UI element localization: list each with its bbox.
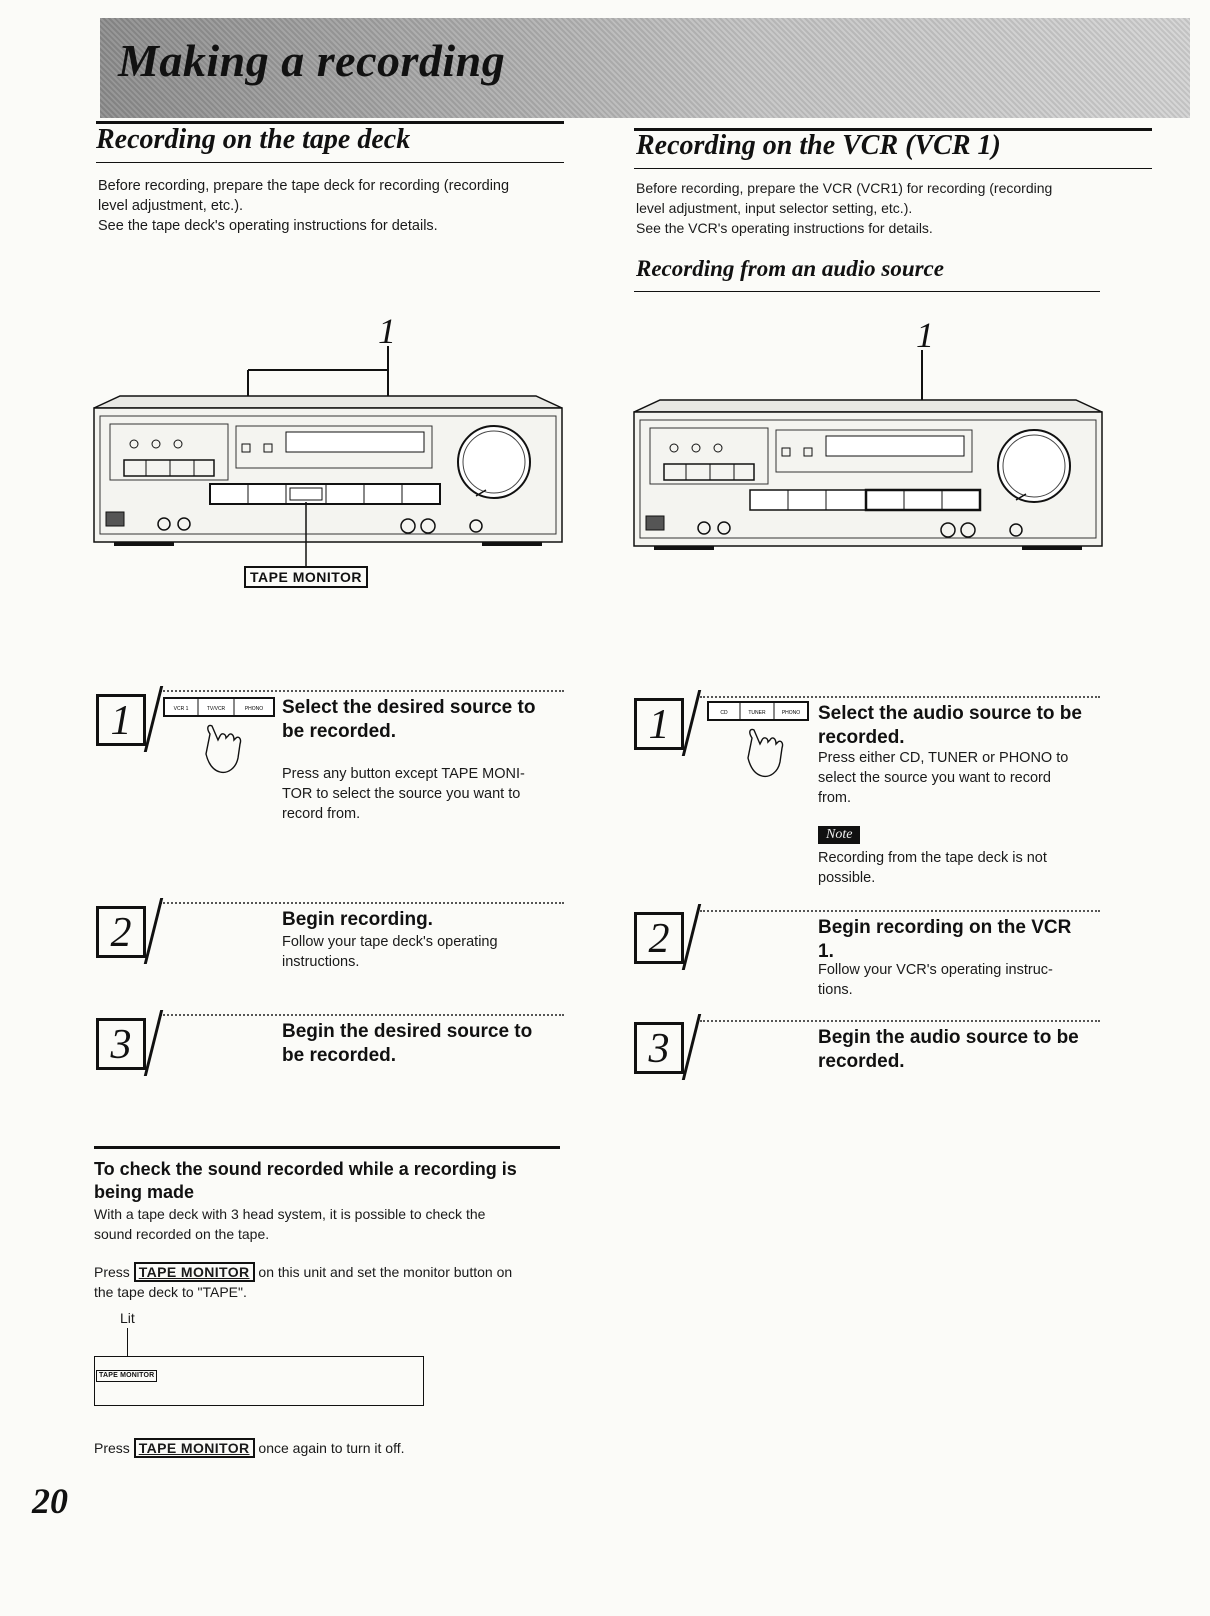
left-figure-label: TAPE MONITOR xyxy=(244,566,369,588)
left-step-3-divider xyxy=(160,1014,564,1016)
right-step-2-divider xyxy=(700,910,1100,912)
right-intro: Before recording, prepare the VCR (VCR1)… xyxy=(636,180,1053,236)
svg-text:CD: CD xyxy=(720,710,728,716)
right-note-badge: Note xyxy=(818,826,861,844)
left-step-2-number: 2 xyxy=(110,910,132,956)
left-step-1-button-illustration: VCR 1 TV/VCR PHONO xyxy=(163,697,275,774)
right-step-2-number: 2 xyxy=(648,916,670,962)
lit-leader-line xyxy=(127,1328,128,1372)
right-step-1-slash xyxy=(681,690,702,756)
right-step-1-button-illustration: CD TUNER PHONO xyxy=(707,701,809,778)
left-step-1-box: 1 xyxy=(96,694,146,746)
right-step-1-number: 1 xyxy=(648,702,670,748)
left-title-rule-top xyxy=(96,121,564,124)
left-title-rule-bottom xyxy=(96,162,564,163)
right-step-2-heading: Begin recording on the VCR 1. xyxy=(818,917,1072,962)
page-number: 20 xyxy=(32,1481,68,1521)
left-step-3-slash xyxy=(143,1010,164,1076)
right-section-title: Recording on the VCR (VCR 1) xyxy=(636,130,1001,161)
display-tape-monitor-indicator: TAPE MONITOR xyxy=(96,1370,158,1382)
right-subtitle: Recording from an audio source xyxy=(636,256,944,281)
check-section-rule xyxy=(94,1146,560,1149)
right-step-2-slash xyxy=(681,904,702,970)
right-step-2-body: Follow your VCR's operating instruc- tio… xyxy=(818,962,1053,998)
check-body: With a tape deck with 3 head system, it … xyxy=(94,1206,486,1242)
right-note-body: Recording from the tape deck is not poss… xyxy=(818,850,1047,886)
left-step-2-body: Follow your tape deck's operating instru… xyxy=(282,934,498,970)
svg-text:TV/VCR: TV/VCR xyxy=(207,706,226,712)
right-step-1-divider xyxy=(700,696,1100,698)
left-step-3-heading: Begin the desired source to be recorded. xyxy=(282,1021,533,1066)
tape-monitor-key-2: TAPE MONITOR xyxy=(133,1438,255,1458)
right-step-3-divider xyxy=(700,1020,1100,1022)
right-step-3-box: 3 xyxy=(634,1022,684,1074)
svg-text:PHONO: PHONO xyxy=(245,706,263,712)
right-receiver-diagram xyxy=(633,350,1103,550)
left-step-1-divider xyxy=(160,690,564,692)
page-title: Making a recording xyxy=(118,35,506,86)
title-banner xyxy=(100,18,1190,118)
right-title-rule-bottom xyxy=(634,168,1152,169)
left-step-1-slash xyxy=(143,686,164,752)
right-step-1-box: 1 xyxy=(634,698,684,750)
right-step-3-heading: Begin the audio source to be recorded. xyxy=(818,1027,1079,1072)
right-figure-callout: 1 xyxy=(916,315,934,355)
right-title-rule-top xyxy=(634,128,1152,131)
svg-text:PHONO: PHONO xyxy=(782,710,800,716)
left-step-1-number: 1 xyxy=(110,698,132,744)
check-press-instruction: Press TAPE MONITOR on this unit and set … xyxy=(94,1262,513,1300)
right-step-1-body: Press either CD, TUNER or PHONO to selec… xyxy=(818,750,1069,806)
right-step-3-slash xyxy=(681,1014,702,1080)
left-step-2-divider xyxy=(160,902,564,904)
left-step-1-body: Press any button except TAPE MONI- TOR t… xyxy=(282,766,525,822)
left-step-2-slash xyxy=(143,898,164,964)
right-step-3-number: 3 xyxy=(648,1026,670,1072)
left-step-2-box: 2 xyxy=(96,906,146,958)
svg-text:TUNER: TUNER xyxy=(748,710,766,716)
left-receiver-diagram xyxy=(93,346,563,566)
left-section-title: Recording on the tape deck xyxy=(96,124,411,155)
left-step-3-number: 3 xyxy=(110,1022,132,1068)
svg-text:VCR 1: VCR 1 xyxy=(174,706,189,712)
lit-label: Lit xyxy=(120,1310,135,1326)
check-heading: To check the sound recorded while a reco… xyxy=(94,1159,517,1202)
left-intro: Before recording, prepare the tape deck … xyxy=(98,178,510,234)
right-step-2-box: 2 xyxy=(634,912,684,964)
left-figure-callout: 1 xyxy=(378,311,396,351)
left-step-2-heading: Begin recording. xyxy=(282,909,433,930)
left-step-3-box: 3 xyxy=(96,1018,146,1070)
check-off-instruction: Press TAPE MONITOR once again to turn it… xyxy=(94,1438,405,1458)
left-step-1-heading: Select the desired source to be recorded… xyxy=(282,697,536,742)
right-subtitle-rule xyxy=(634,291,1100,292)
tape-monitor-key: TAPE MONITOR xyxy=(133,1262,255,1282)
right-step-1-heading: Select the audio source to be recorded. xyxy=(818,703,1082,748)
